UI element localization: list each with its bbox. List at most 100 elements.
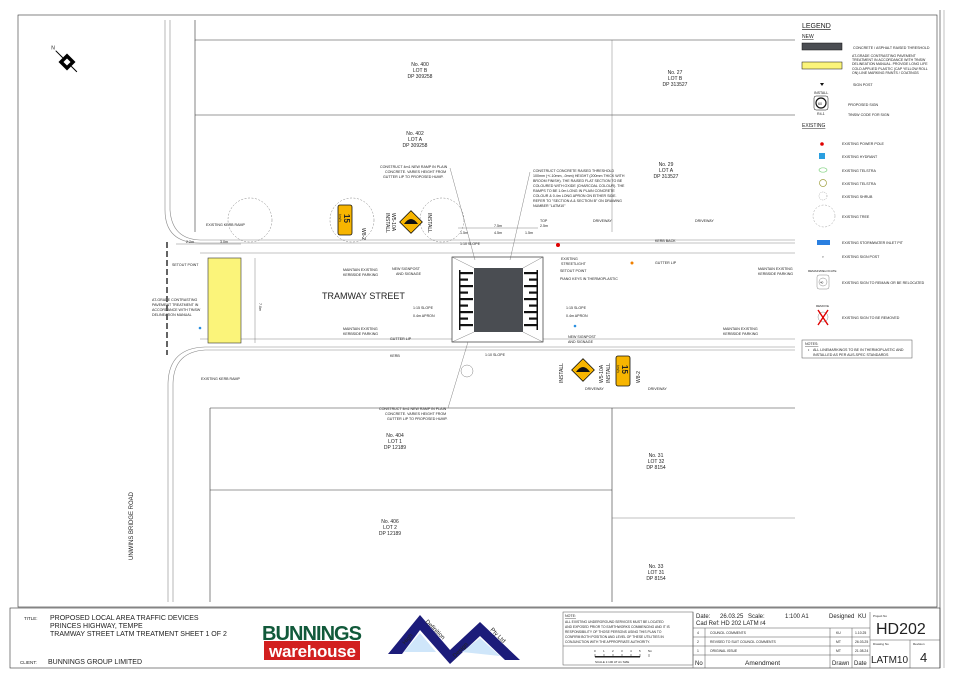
svg-text:DP 309258: DP 309258 <box>403 143 428 149</box>
svg-text:60: 60 <box>818 102 822 106</box>
svg-text:LOT 31: LOT 31 <box>648 570 665 576</box>
svg-text:AND SIGNAGE: AND SIGNAGE <box>568 340 594 344</box>
svg-text:W5-10A: W5-10A <box>599 364 605 383</box>
lot-number: No. 404 <box>386 433 404 439</box>
speed-sign-15: 15 km/h <box>615 355 631 387</box>
piano-key <box>459 298 473 301</box>
hump-warning-sign <box>399 210 423 234</box>
svg-text:Revision: Revision <box>913 642 925 646</box>
svg-text:NEW: NEW <box>802 34 814 40</box>
lot-number: No. 402 <box>406 131 424 137</box>
svg-text:EXISTING SIGN TO BE REMOVED: EXISTING SIGN TO BE REMOVED <box>842 316 900 320</box>
speed-sign-15: 15 km/h <box>337 204 353 236</box>
svg-text:EXISTING SHRUB: EXISTING SHRUB <box>842 195 873 199</box>
svg-text:W5-10A: W5-10A <box>390 213 396 232</box>
svg-text:0.4m APRON: 0.4m APRON <box>566 314 588 318</box>
svg-text:DP 12189: DP 12189 <box>379 531 401 537</box>
svg-text:4: 4 <box>920 650 927 665</box>
svg-text:PRINCES HIGHWAY, TEMPE: PRINCES HIGHWAY, TEMPE <box>50 623 143 630</box>
svg-text:1:10 SLOPE: 1:10 SLOPE <box>485 353 506 357</box>
existing-telstra-icon <box>460 364 474 378</box>
svg-text:LOT A: LOT A <box>408 137 423 143</box>
svg-text:KERB: KERB <box>390 354 400 358</box>
svg-text:EXISTING TELSTRA: EXISTING TELSTRA <box>842 182 876 186</box>
svg-text:PAVEMENT TREATMENT IN: PAVEMENT TREATMENT IN <box>152 303 199 307</box>
existing-hydrant-icon <box>198 326 202 330</box>
svg-text:INSTALL: INSTALL <box>384 213 390 233</box>
svg-text:2.2m: 2.2m <box>186 240 194 244</box>
svg-text:•: • <box>808 348 810 352</box>
amendment-drawn: KU <box>836 631 841 635</box>
legend: LEGEND NEW CONCRETE / ASPHALT RAISED THR… <box>801 23 930 359</box>
svg-text:7.5m: 7.5m <box>494 224 502 228</box>
piano-key <box>459 272 473 275</box>
piano-key <box>459 304 468 307</box>
svg-text:40: 40 <box>820 281 824 285</box>
title-block-frame <box>9 607 941 669</box>
scale-tick: 3 <box>621 649 623 653</box>
svg-text:DP 8154: DP 8154 <box>646 576 666 582</box>
amendment-drawn: MT <box>836 649 841 653</box>
svg-text:CONSTRUCT 4m1 NEW RAMP IN PLAI: CONSTRUCT 4m1 NEW RAMP IN PLAIN <box>380 165 448 169</box>
annotations: CONSTRUCT 4m1 NEW RAMP IN PLAIN CONCRETE… <box>152 165 793 421</box>
svg-text:DELINEATION MANUAL: DELINEATION MANUAL <box>152 313 192 317</box>
threshold-note-line: RAMPS TO BE 1.0m LONG IN PLAIN CONCRETE <box>533 189 615 193</box>
svg-text:2.5m: 2.5m <box>540 224 548 228</box>
svg-text:1:15 SLOPE: 1:15 SLOPE <box>566 306 587 310</box>
svg-text:MAINTAIN EXISTING: MAINTAIN EXISTING <box>343 268 378 272</box>
lot-number: No. 406 <box>381 519 399 525</box>
street-name-unwins: UNWINS BRIDGE ROAD <box>129 491 135 560</box>
scale-tick: 4 <box>630 649 632 653</box>
svg-text:EXISTING KERB RAMP: EXISTING KERB RAMP <box>206 223 246 227</box>
hump-warning-sign <box>571 358 595 382</box>
amendment-date: 21.08.24 <box>855 649 868 653</box>
svg-text:LOT 1: LOT 1 <box>388 439 402 445</box>
svg-text:▿: ▿ <box>822 255 824 259</box>
svg-text:Cad Ref:: Cad Ref: <box>696 621 720 627</box>
svg-text:1.5m: 1.5m <box>460 231 468 235</box>
svg-text:Amendment: Amendment <box>745 660 780 667</box>
svg-text:LEGEND: LEGEND <box>802 23 831 30</box>
drawing-frame <box>17 14 938 608</box>
amendment-no: 1 <box>697 649 699 653</box>
svg-text:NEW SIGNPOST: NEW SIGNPOST <box>568 335 597 339</box>
svg-text:REMOVE: REMOVE <box>816 304 829 308</box>
existing-hydrant-icon <box>573 324 577 328</box>
svg-text:GUTTER LIP: GUTTER LIP <box>390 337 412 341</box>
svg-text:TOP: TOP <box>540 219 548 223</box>
piano-key <box>459 311 473 314</box>
svg-text:Scale:: Scale: <box>748 614 765 620</box>
svg-text:W8-2: W8-2 <box>360 228 366 240</box>
svg-text:MAINTAIN EXISTING: MAINTAIN EXISTING <box>343 327 378 331</box>
piano-key <box>529 317 538 320</box>
svg-text:DP 12189: DP 12189 <box>384 445 406 451</box>
svg-text:0.4m APRON: 0.4m APRON <box>413 314 435 318</box>
svg-text:REMAIN/RELOCATE: REMAIN/RELOCATE <box>808 269 836 273</box>
svg-text:CONCRETE. VARIES HEIGHT FROM: CONCRETE. VARIES HEIGHT FROM <box>385 412 446 416</box>
svg-text:BUNNINGS GROUP LIMITED: BUNNINGS GROUP LIMITED <box>48 659 142 666</box>
hdd-logo: High Definition Design Pty Ltd <box>388 615 520 664</box>
raised-threshold: 7.5m 1.5m 4.5m 1.5m TOP 2.5m <box>451 219 548 343</box>
svg-text:CONSTRUCT 4m1 NEW RAMP IN PLAI: CONSTRUCT 4m1 NEW RAMP IN PLAIN <box>379 407 447 411</box>
svg-text:KU: KU <box>858 614 866 620</box>
svg-text:SETOUT POINT: SETOUT POINT <box>172 263 199 267</box>
svg-text:ALL LINEMARKINGS TO BE IN THER: ALL LINEMARKINGS TO BE IN THERMOPLASTIC … <box>813 348 904 352</box>
svg-text:SETOUT POINT: SETOUT POINT <box>560 269 587 273</box>
svg-text:EXISTING TELSTRA: EXISTING TELSTRA <box>842 169 876 173</box>
lot-number: No. 400 <box>411 62 429 68</box>
svg-text:KERBSIDE PARKING: KERBSIDE PARKING <box>343 273 378 277</box>
piano-key <box>524 324 538 327</box>
amendment-date: 26.03.25 <box>855 640 868 644</box>
piano-key <box>459 291 468 294</box>
svg-text:INSTALL: INSTALL <box>814 91 828 95</box>
unwins-bridge-road: UNWINS BRIDGE ROAD <box>129 20 795 602</box>
svg-text:SIGN POST: SIGN POST <box>853 83 873 87</box>
property-boundaries <box>194 20 795 602</box>
svg-text:LOT B: LOT B <box>668 76 683 82</box>
piano-key <box>459 324 473 327</box>
threshold-note-line: CONSTRUCT CONCRETE RAISED THRESHOLD <box>533 169 615 173</box>
svg-text:GUTTER LIP TO PROPOSED HUMP.: GUTTER LIP TO PROPOSED HUMP. <box>387 417 448 421</box>
svg-text:EXISTING: EXISTING <box>561 257 578 261</box>
